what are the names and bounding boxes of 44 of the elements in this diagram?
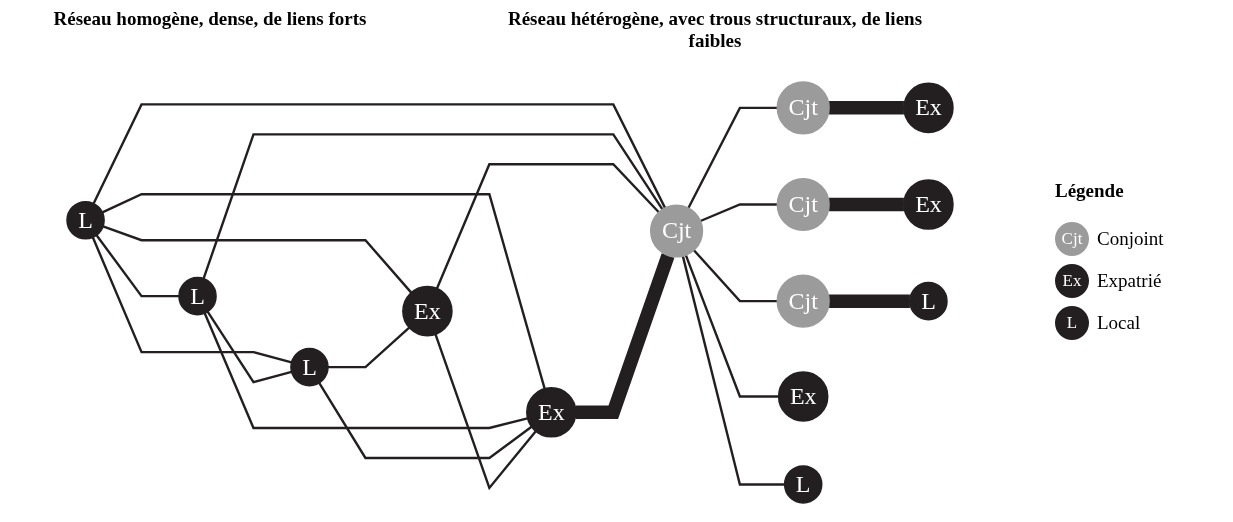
node-circle: Cjt xyxy=(649,204,704,258)
connector xyxy=(206,311,292,384)
legend-swatch: Ex xyxy=(1055,264,1089,298)
connector xyxy=(328,326,410,369)
node-circle: Cjt xyxy=(776,274,830,328)
connector xyxy=(202,133,664,280)
connector xyxy=(687,106,778,209)
connector xyxy=(434,333,537,491)
connector xyxy=(829,101,904,115)
connector xyxy=(318,382,533,460)
connector xyxy=(435,163,660,289)
node-circle: Ex xyxy=(526,387,577,438)
node-circle: Ex xyxy=(903,82,954,134)
connector xyxy=(91,236,292,364)
connector xyxy=(102,225,413,294)
node-circle: L xyxy=(66,200,105,240)
network-heading: Réseau homogène, dense, de liens forts xyxy=(52,8,368,30)
network-heading: Réseau hétérogène, avec trous structuraux, de liens faibles xyxy=(506,8,924,52)
connector xyxy=(700,203,778,223)
connector xyxy=(829,197,904,212)
legend-label: Local xyxy=(1097,312,1141,334)
connector xyxy=(693,249,778,303)
legend-label: Conjoint xyxy=(1097,228,1164,250)
legend-swatch: L xyxy=(1055,306,1089,340)
connector xyxy=(203,312,528,430)
node-circle: L xyxy=(909,281,948,321)
connector xyxy=(829,294,910,308)
node-circle: L xyxy=(178,276,217,316)
node-circle: Ex xyxy=(903,179,954,230)
connector xyxy=(92,103,667,209)
legend-label: Expatrié xyxy=(1097,270,1162,292)
connector xyxy=(684,254,779,398)
legend-swatch: Cjt xyxy=(1055,222,1089,256)
connector xyxy=(575,253,675,419)
node-circle: Ex xyxy=(402,285,453,337)
node-circle: Cjt xyxy=(776,177,830,232)
connector xyxy=(101,193,546,389)
node-circle: Cjt xyxy=(776,81,830,135)
node-circle: L xyxy=(783,465,823,504)
connector xyxy=(681,255,785,486)
connector xyxy=(95,234,179,298)
node-circle: L xyxy=(290,347,329,387)
legend-title: Légende xyxy=(1055,180,1124,202)
node-circle: Ex xyxy=(777,371,829,422)
